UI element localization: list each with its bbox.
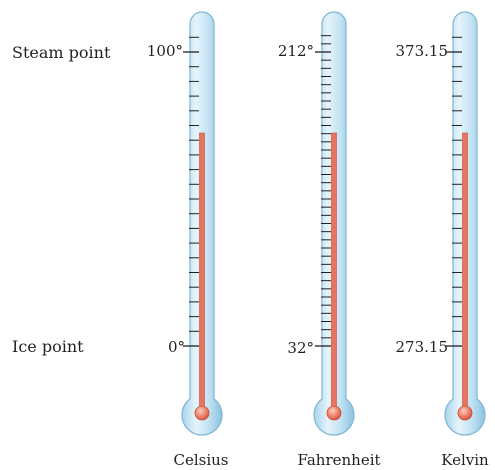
- liquid-column: [199, 132, 205, 414]
- fahrenheit-thermometer-tube: [313, 11, 355, 436]
- fahrenheit-scale-ticks: [315, 35, 331, 347]
- thermometer-celsius: 100° 0° Celsius: [147, 11, 229, 469]
- fahrenheit-steam-value: 212°: [278, 42, 314, 60]
- celsius-thermometer-tube: [181, 11, 223, 436]
- liquid-bulb: [194, 405, 210, 421]
- kelvin-scale-name: Kelvin: [441, 451, 489, 469]
- kelvin-ice-value: 273.15: [396, 338, 449, 356]
- liquid-bulb: [326, 405, 342, 421]
- celsius-scale-name: Celsius: [173, 451, 228, 469]
- thermometer-kelvin: 373.15 273.15 Kelvin: [396, 11, 489, 469]
- liquid-column: [331, 132, 337, 414]
- kelvin-scale-ticks: [446, 36, 462, 347]
- thermometer-fahrenheit: 212° 32° Fahrenheit: [278, 11, 381, 469]
- kelvin-steam-value: 373.15: [396, 42, 449, 60]
- ice-point-label: Ice point: [12, 337, 84, 356]
- steam-point-label: Steam point: [12, 43, 111, 62]
- liquid-column: [462, 132, 468, 414]
- liquid-bulb: [457, 405, 473, 421]
- kelvin-thermometer-tube: [444, 11, 486, 436]
- celsius-steam-value: 100°: [147, 42, 183, 60]
- fahrenheit-scale-name: Fahrenheit: [297, 451, 380, 469]
- celsius-ice-value: 0°: [168, 338, 185, 356]
- celsius-scale-ticks: [183, 36, 199, 347]
- fahrenheit-ice-value: 32°: [287, 339, 314, 357]
